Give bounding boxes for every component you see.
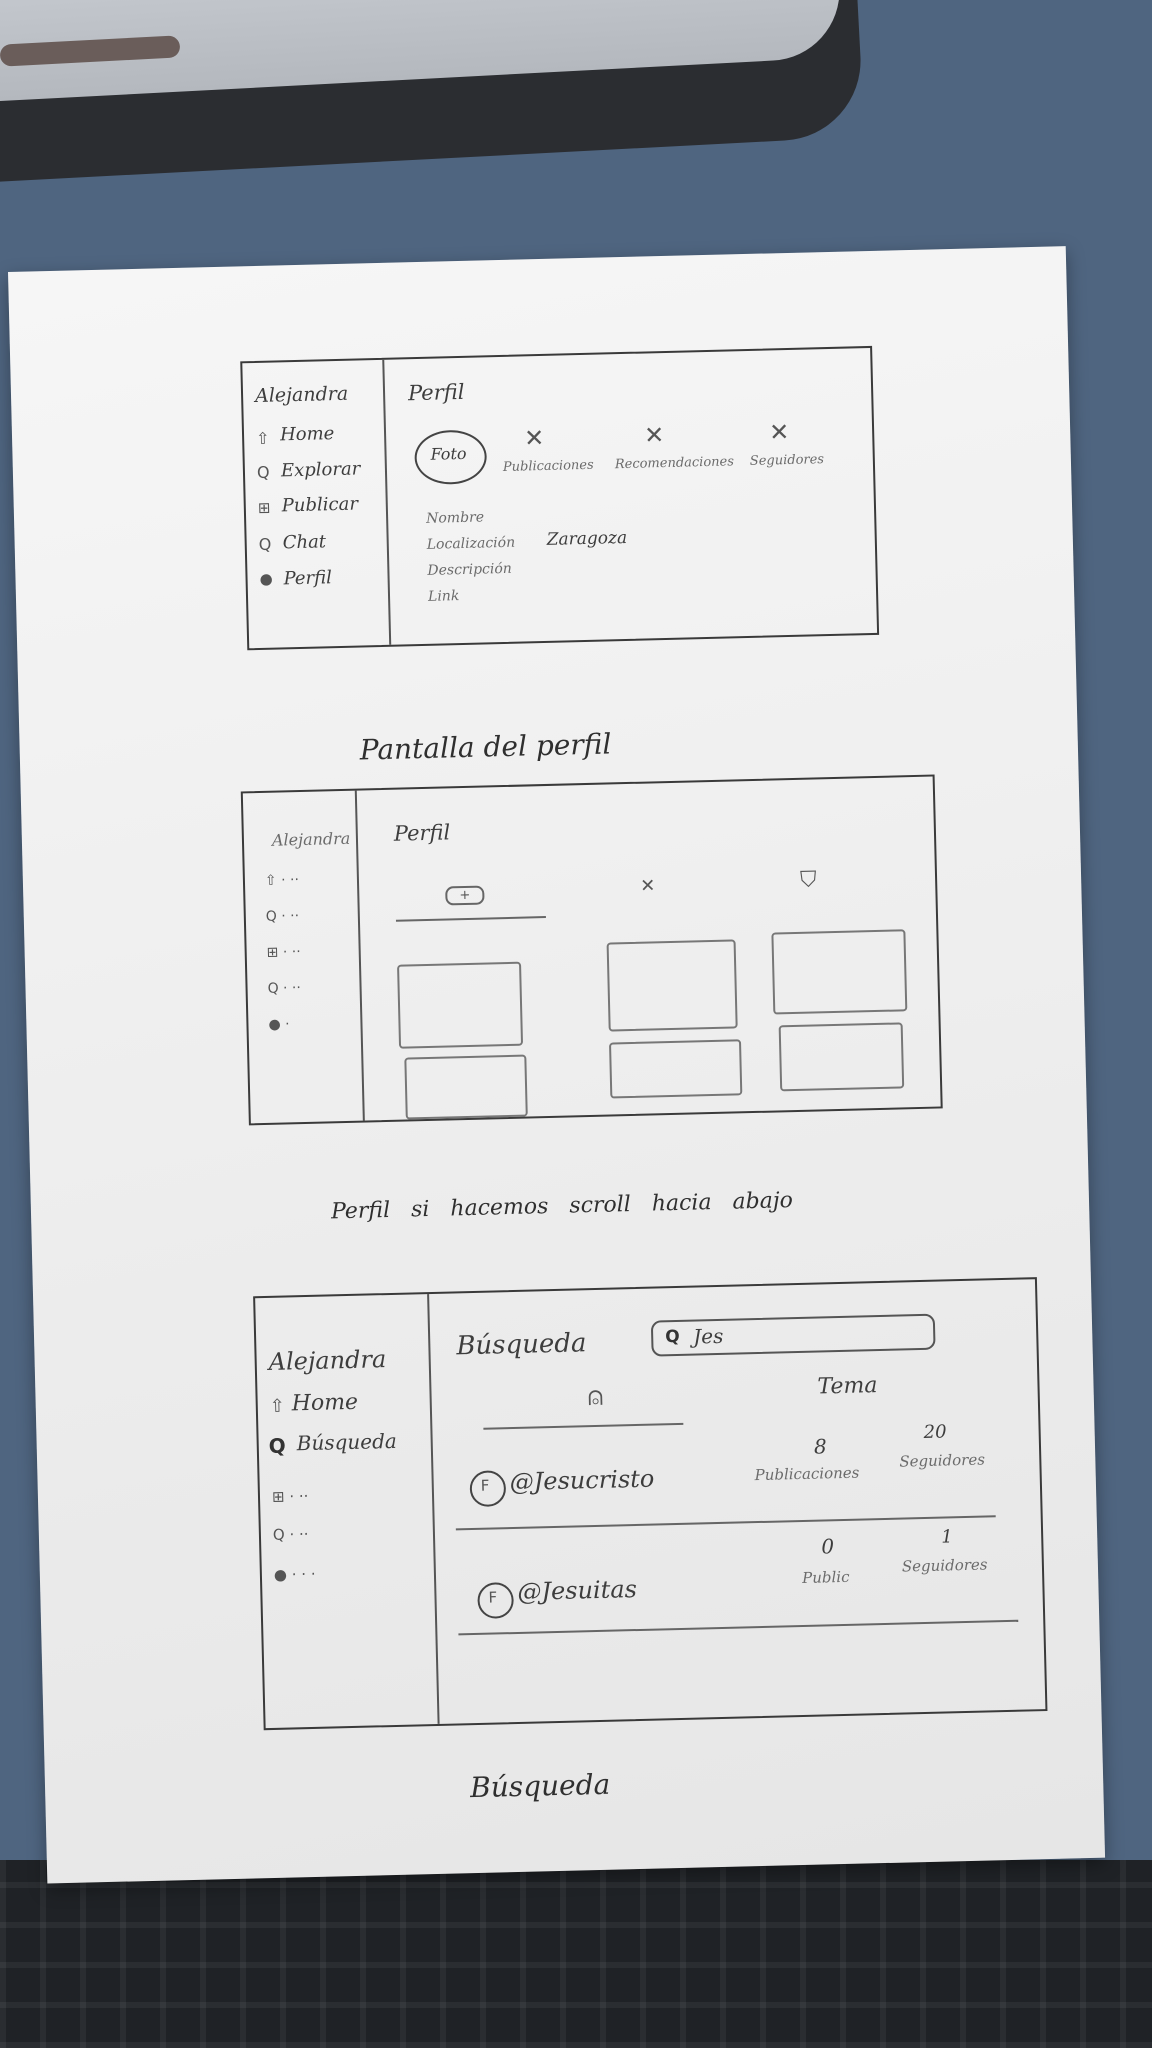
post-thumbnail[interactable]	[606, 939, 738, 1032]
divider	[455, 1515, 996, 1531]
page-title: Búsqueda	[456, 1328, 587, 1362]
home-icon[interactable]: ⇧ · ··	[264, 872, 300, 889]
search-icon[interactable]: Q	[268, 1433, 287, 1458]
photo-label: Foto	[430, 443, 467, 464]
search-icon[interactable]: Q · ··	[265, 908, 300, 925]
result-handle[interactable]: @Jesucristo	[509, 1464, 655, 1497]
add-post-icon[interactable]: ⊞	[257, 498, 271, 517]
field-location-label: Localización	[426, 534, 516, 553]
field-link: Link	[427, 588, 460, 605]
result-posts-label: Publicaciones	[754, 1463, 860, 1485]
sidebar-user: Alejandra	[254, 382, 349, 407]
home-icon[interactable]: ⇧	[255, 428, 270, 448]
tab-underline	[483, 1422, 684, 1430]
nav-search[interactable]: Búsqueda	[296, 1428, 398, 1456]
placeholder-x-icon: ✕	[643, 421, 665, 450]
avatar-initial: F	[480, 1476, 490, 1495]
placeholder-x-icon: ✕	[768, 417, 790, 447]
chat-icon[interactable]: Q · ··	[272, 1525, 309, 1544]
search-query: Jes	[692, 1323, 724, 1349]
home-icon[interactable]: ⇧	[269, 1395, 286, 1417]
post-thumbnail[interactable]	[404, 1054, 528, 1120]
placeholder-x-icon: ✕	[523, 423, 545, 453]
nav-profile[interactable]: Perfil	[283, 567, 333, 590]
stat-posts: Publicaciones	[502, 457, 594, 475]
profile-icon[interactable]: ● ·	[268, 1016, 290, 1033]
post-thumbnail[interactable]	[771, 929, 908, 1015]
tab-topic[interactable]: Tema	[817, 1373, 878, 1400]
chat-icon[interactable]: Q	[258, 534, 272, 554]
field-description: Descripción	[427, 560, 513, 579]
user-icon[interactable]: ⍝	[587, 1381, 604, 1413]
profile-scroll-screen-sketch: Alejandra ⇧ · ·· Q · ·· ⊞ · ·· Q · ·· ● …	[240, 774, 943, 1126]
post-thumbnail[interactable]	[609, 1039, 743, 1099]
nav-home[interactable]: Home	[291, 1389, 359, 1417]
caption-profile: Pantalla del perfil	[359, 727, 612, 767]
result-followers: 1	[940, 1526, 953, 1548]
result-followers: 20	[923, 1421, 947, 1443]
profile-icon[interactable]: ●	[259, 569, 273, 588]
add-post-icon[interactable]: ⊞ · ··	[266, 944, 301, 961]
nav-home[interactable]: Home	[279, 423, 335, 446]
divider	[458, 1619, 1019, 1636]
sidebar-user: Alejandra	[271, 828, 351, 850]
result-posts: 8	[813, 1434, 827, 1459]
search-icon[interactable]: Q	[256, 462, 270, 482]
stat-recommendations: Recomendaciones	[614, 454, 735, 473]
nav-chat[interactable]: Chat	[282, 531, 327, 554]
result-posts: 0	[821, 1534, 835, 1559]
field-name: Nombre	[425, 509, 485, 527]
page-title: Perfil	[393, 820, 451, 846]
page-title: Perfil	[407, 379, 465, 406]
sidebar-user: Alejandra	[268, 1345, 387, 1376]
caption-search: Búsqueda	[469, 1767, 611, 1805]
profile-icon[interactable]: ● · · ·	[273, 1564, 316, 1584]
tab-underline	[395, 916, 546, 922]
chat-icon[interactable]: Q · ··	[267, 980, 302, 997]
caption-profile-scroll: Perfil si hacemos scroll hacia abajo	[330, 1188, 794, 1225]
nav-explore[interactable]: Explorar	[280, 458, 361, 482]
avatar-initial: F	[488, 1588, 498, 1607]
search-input[interactable]: Q Jes	[650, 1313, 936, 1357]
sketch-paper: Alejandra ⇧ Home Q Explorar ⊞ Publicar Q…	[8, 246, 1106, 1884]
placeholder-x-icon[interactable]: ✕	[639, 875, 656, 897]
nav-publish[interactable]: Publicar	[281, 493, 359, 517]
plaid-cloth	[0, 1860, 1152, 2048]
post-thumbnail[interactable]	[397, 961, 524, 1049]
add-post-icon[interactable]: ⊞ · ··	[271, 1487, 309, 1506]
profile-screen-sketch: Alejandra ⇧ Home Q Explorar ⊞ Publicar Q…	[240, 345, 880, 651]
search-icon: Q	[664, 1326, 680, 1348]
result-posts-label: Public	[801, 1567, 850, 1587]
add-icon[interactable]: +	[445, 885, 485, 906]
search-screen-sketch: Alejandra ⇧ Home Q Búsqueda ⊞ · ·· Q · ·…	[253, 1277, 1048, 1731]
result-handle[interactable]: @Jesuitas	[517, 1575, 638, 1606]
field-location-value: Zaragoza	[546, 527, 628, 550]
bookmark-icon[interactable]: ⛉	[799, 867, 817, 893]
result-followers-label: Seguidores	[901, 1555, 988, 1576]
result-followers-label: Seguidores	[899, 1450, 986, 1471]
stat-followers: Seguidores	[749, 452, 825, 469]
post-thumbnail[interactable]	[778, 1022, 905, 1092]
